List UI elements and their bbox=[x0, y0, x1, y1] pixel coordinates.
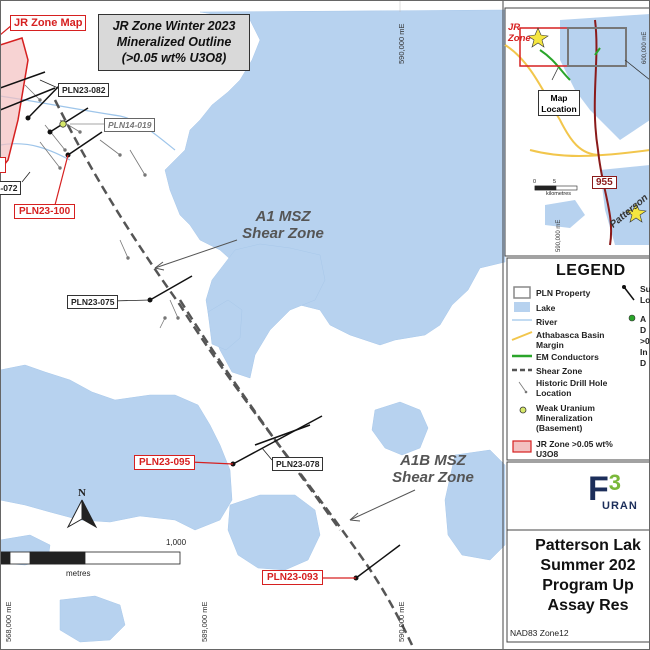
jr-zone-map-label: JR Zone Map bbox=[10, 15, 87, 31]
grid-label-bottom-568000: 568,000 mE bbox=[4, 601, 13, 642]
legend-title: LEGEND bbox=[556, 262, 626, 279]
inset-grid-label-600000: 600,000 mE bbox=[642, 31, 648, 64]
logo-sub-text: URAN bbox=[602, 500, 638, 512]
legend-right-col-7: D bbox=[640, 358, 647, 368]
title-line-2: Summer 202 bbox=[540, 557, 636, 574]
legend-item-river: River bbox=[536, 317, 558, 327]
title-line-4: Assay Res bbox=[547, 597, 629, 614]
legend-panel bbox=[506, 257, 650, 461]
title-line-1: Patterson Lak bbox=[535, 537, 641, 554]
scale-unit-label: metres bbox=[66, 569, 91, 578]
scale-max-label: 1,000 bbox=[166, 538, 187, 547]
title-panel bbox=[506, 529, 650, 643]
legend-right-col-4: D bbox=[640, 325, 647, 335]
company-logo: F3 bbox=[588, 470, 621, 509]
scale-bar bbox=[0, 551, 181, 565]
a1-shear-zone-line-2: Shear Zone bbox=[242, 225, 324, 242]
winter-outline-line-1: JR Zone Winter 2023 bbox=[112, 19, 236, 33]
legend-right-col-2: Lo bbox=[640, 295, 650, 305]
inset-map-location-line-2: Location bbox=[541, 104, 577, 114]
legend-item-weak-uranium: Weak Uranium Mineralization (Basement) bbox=[536, 403, 595, 433]
north-arrow-label: N bbox=[78, 487, 86, 499]
logo-letter-f: F bbox=[588, 470, 609, 508]
datum-label: NAD83 Zone12 bbox=[510, 628, 569, 638]
inset-scale-tick-0: 0 bbox=[533, 179, 537, 185]
shear-zones bbox=[53, 99, 414, 646]
legend-item-basin-margin: Athabasca Basin Margin bbox=[536, 330, 605, 350]
drill-hole-label-pln23-078: PLN23-078 bbox=[272, 457, 324, 471]
inset-scale-tick-5: 5 bbox=[553, 179, 557, 185]
a1b-shear-zone-label: A1B MSZ Shear Zone bbox=[378, 452, 488, 486]
a1b-shear-zone-line-1: A1B MSZ bbox=[400, 452, 466, 469]
drill-hole-label-pln23-072: PLN23-072 bbox=[0, 181, 22, 195]
inset-map-location-box: Map Location bbox=[538, 90, 580, 116]
north-arrow bbox=[66, 499, 98, 529]
callout-leaders-black bbox=[21, 79, 273, 461]
inset-jr-zone-label: JR Zone bbox=[508, 22, 531, 44]
legend-item-em-conductors: EM Conductors bbox=[536, 352, 599, 362]
a1b-shear-zone-line-2: Shear Zone bbox=[392, 469, 474, 486]
inset-grid-label-590000: 590,000 mE bbox=[556, 219, 562, 252]
title-block-text: Patterson Lak Summer 202 Program Up Assa… bbox=[518, 536, 650, 616]
lake-polygons bbox=[0, 9, 506, 643]
drill-hole-label-pln23-093: PLN23-093 bbox=[262, 570, 324, 585]
winter-outline-line-2: Mineralized Outline bbox=[116, 35, 232, 49]
logo-panel bbox=[506, 461, 650, 531]
drill-hole-label-pln14-019: PLN14-019 bbox=[104, 118, 156, 132]
legend-right-col-6: In bbox=[640, 347, 648, 357]
drill-hole-label-cut bbox=[0, 157, 6, 173]
drill-hole-label-pln23-100: PLN23-100 bbox=[14, 204, 76, 219]
inset-scale-unit: kilometres bbox=[546, 191, 572, 197]
a1-shear-zone-line-1: A1 MSZ bbox=[255, 208, 311, 225]
legend-item-lake: Lake bbox=[536, 303, 556, 313]
shear-zone-pointers bbox=[154, 239, 416, 522]
inset-jr-star-icon bbox=[527, 27, 549, 48]
inset-map-location-line-1: Map bbox=[550, 93, 568, 103]
logo-digit-3: 3 bbox=[608, 470, 622, 495]
inset-patterson-star-icon bbox=[625, 202, 647, 223]
title-line-3: Program Up bbox=[542, 577, 634, 594]
a1-shear-zone-label: A1 MSZ Shear Zone bbox=[228, 208, 338, 242]
grid-label-top-590000: 590,000 mE bbox=[397, 23, 406, 64]
winter-outline-box: JR Zone Winter 2023 Mineralized Outline … bbox=[98, 14, 250, 71]
legend-item-jr-zone: JR Zone >0.05 wt% U3O8 bbox=[536, 439, 613, 459]
grid-label-bottom-590000: 590,000 mE bbox=[397, 601, 406, 642]
drill-traces bbox=[0, 71, 401, 579]
inset-highway-955-label: 955 bbox=[592, 176, 617, 189]
legend-right-col-5: >0 bbox=[640, 336, 650, 346]
legend-right-col-1: Su bbox=[640, 284, 650, 294]
legend-right-col-3: A bbox=[640, 314, 647, 324]
drill-hole-label-pln23-075: PLN23-075 bbox=[67, 295, 119, 309]
legend-item-pln-property: PLN Property bbox=[536, 288, 591, 298]
drill-hole-label-pln23-082: PLN23-082 bbox=[58, 83, 110, 97]
grid-label-bottom-589000: 589,000 mE bbox=[200, 601, 209, 642]
weak-uranium-marker bbox=[59, 120, 67, 128]
legend-item-shear-zone: Shear Zone bbox=[536, 366, 583, 376]
winter-outline-line-3: (>0.05 wt% U3O8) bbox=[121, 51, 227, 65]
a1b-shear-zone-line bbox=[178, 299, 342, 531]
drill-hole-label-pln23-095: PLN23-095 bbox=[134, 455, 196, 470]
inset-map bbox=[504, 7, 650, 257]
legend-item-historic-drill-hole: Historic Drill Hole Location bbox=[536, 378, 608, 398]
